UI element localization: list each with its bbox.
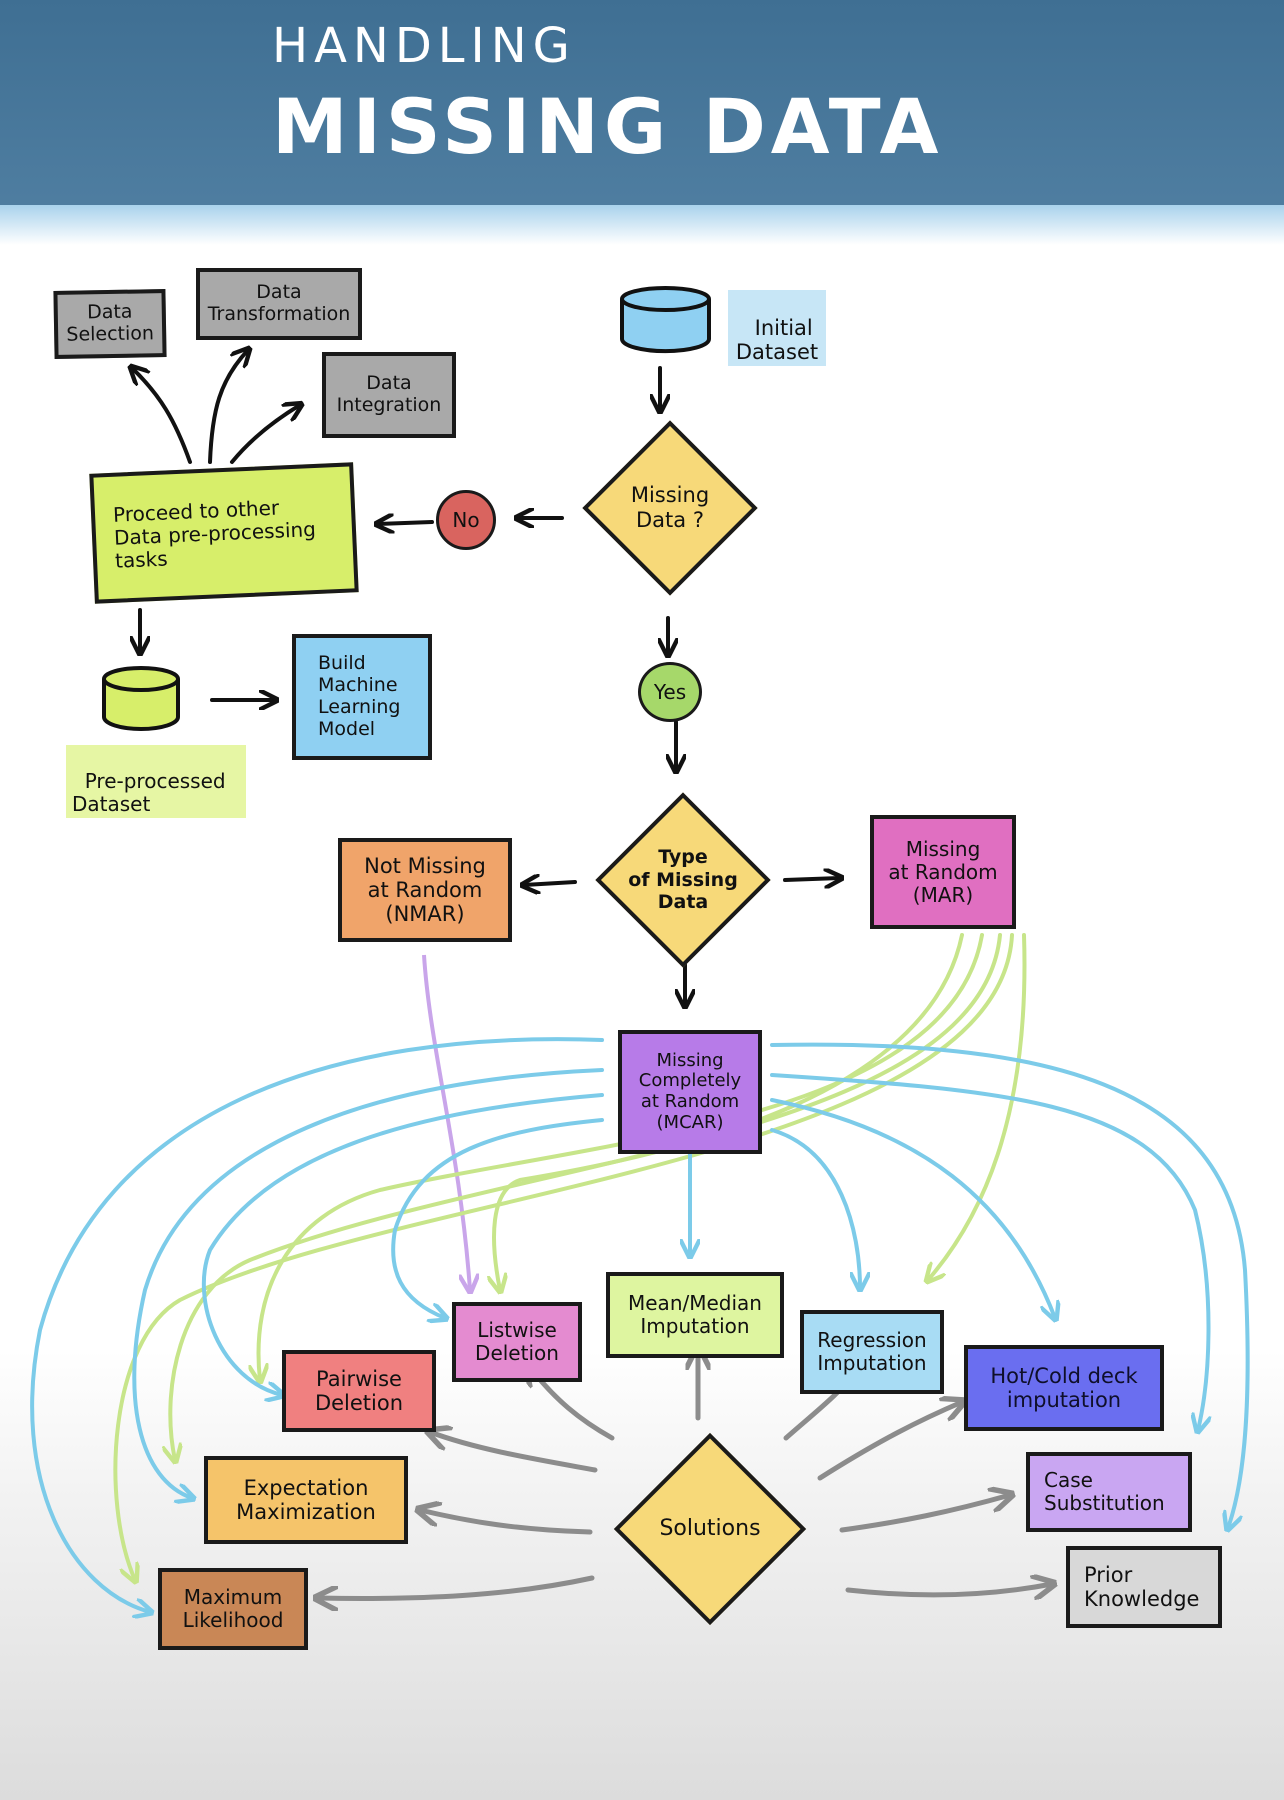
case-substitution-box: Case Substitution (1026, 1452, 1192, 1532)
no-circle: No (436, 490, 496, 550)
arrow-mcar-to-expectation (132, 1068, 604, 1498)
preprocessed-dataset-text: Pre-processed Dataset (72, 769, 226, 816)
arrow-mcar-to-pairwise (201, 1093, 604, 1395)
mean-median-text: Mean/Median Imputation (628, 1291, 762, 1338)
initial-dataset-text: Initial Dataset (735, 316, 819, 365)
data-selection-text: Data Selection (66, 300, 155, 346)
data-transformation-box: Data Transformation (196, 268, 362, 340)
arrow-sol-to-case (839, 1495, 1010, 1533)
expectation-maximization-box: Expectation Maximization (204, 1456, 408, 1544)
proceed-text: Proceed to other Data pre-processing tas… (112, 495, 317, 573)
preprocessed-dataset-label: Pre-processed Dataset (66, 745, 246, 818)
preprocessed-dataset-cylinder-icon (102, 666, 180, 731)
arrow-sol-to-pairwise (430, 1432, 598, 1473)
mcar-box: Missing Completely at Random (MCAR) (618, 1030, 762, 1154)
listwise-deletion-box: Listwise Deletion (452, 1302, 582, 1382)
arrow-mar-to-regression (928, 933, 1027, 1280)
build-model-text: Build Machine Learning Model (318, 652, 401, 740)
arrow-sol-to-maxlik (318, 1575, 595, 1598)
prior-knowledge-text: Prior Knowledge (1084, 1562, 1200, 1611)
nmar-text: Not Missing at Random (NMAR) (364, 853, 486, 927)
arrow-mcar-to-prior (770, 1042, 1250, 1528)
arrow-no-to-proceed (378, 522, 434, 524)
yes-circle: Yes (638, 662, 702, 722)
no-text: No (452, 508, 480, 532)
arrow-sol-to-prior (845, 1584, 1052, 1595)
build-model-box: Build Machine Learning Model (292, 634, 432, 760)
arrow-sol-to-expectation (420, 1510, 593, 1535)
arrow-nmar-to-listwise (422, 954, 470, 1290)
mar-box: Missing at Random (MAR) (870, 815, 1016, 929)
type-of-missing-label: Type of Missing Data (628, 845, 738, 914)
header-banner (0, 0, 1284, 215)
nmar-box: Not Missing at Random (NMAR) (338, 838, 512, 942)
initial-dataset-cylinder-icon (620, 286, 711, 354)
missing-data-label: Missing Data ? (630, 482, 710, 532)
title-big: MISSING DATA (272, 82, 944, 171)
missing-data-decision: Missing Data ? (580, 418, 760, 598)
type-of-missing-decision: Type of Missing Data (588, 790, 778, 970)
arrow-proceed-to-selection (132, 368, 192, 464)
arrow-mcar-to-hotcold (770, 1098, 1055, 1318)
proceed-box: Proceed to other Data pre-processing tas… (89, 462, 359, 604)
mar-text: Missing at Random (MAR) (888, 836, 998, 907)
prior-knowledge-box: Prior Knowledge (1066, 1546, 1222, 1628)
listwise-deletion-text: Listwise Deletion (475, 1318, 559, 1365)
solutions-hub: Solutions (602, 1424, 818, 1634)
yes-text: Yes (653, 680, 687, 704)
maximum-likelihood-text: Maximum Likelihood (182, 1585, 284, 1632)
arrow-mcar-to-listwise (391, 1118, 604, 1318)
arrow-proceed-to-integration (230, 405, 300, 464)
regression-imputation-box: Regression Imputation (800, 1310, 944, 1394)
data-transformation-text: Data Transformation (207, 281, 351, 325)
case-substitution-text: Case Substitution (1044, 1468, 1165, 1515)
arrow-type-to-nmar (524, 882, 577, 885)
data-selection-box: Data Selection (53, 289, 167, 359)
hot-cold-deck-box: Hot/Cold deck imputation (964, 1345, 1164, 1431)
pairwise-deletion-text: Pairwise Deletion (314, 1366, 404, 1415)
hot-cold-deck-text: Hot/Cold deck imputation (990, 1363, 1138, 1412)
mean-median-box: Mean/Median Imputation (606, 1272, 784, 1358)
mcar-text: Missing Completely at Random (MCAR) (638, 1049, 742, 1133)
regression-imputation-text: Regression Imputation (817, 1328, 927, 1375)
arrow-mar-to-expectation (170, 933, 1002, 1460)
arrow-type-to-mar (783, 878, 840, 880)
arrow-mar-to-maxlik (113, 933, 1014, 1580)
pairwise-deletion-box: Pairwise Deletion (282, 1350, 436, 1432)
arrow-sol-to-hotcold (817, 1402, 962, 1481)
arrow-mcar-to-regression (770, 1128, 860, 1288)
title-small: HANDLING (272, 18, 576, 74)
arrow-mcar-to-case (770, 1073, 1209, 1430)
maximum-likelihood-box: Maximum Likelihood (158, 1568, 308, 1650)
expectation-maximization-text: Expectation Maximization (236, 1475, 376, 1524)
solutions-label: Solutions (659, 1515, 761, 1541)
header-band (0, 205, 1284, 245)
data-integration-box: Data Integration (322, 352, 456, 438)
arrow-proceed-to-transformation (208, 350, 248, 464)
initial-dataset-label: Initial Dataset (728, 290, 826, 367)
data-integration-text: Data Integration (336, 372, 442, 416)
arrow-mcar-to-maxlik (30, 1037, 604, 1612)
